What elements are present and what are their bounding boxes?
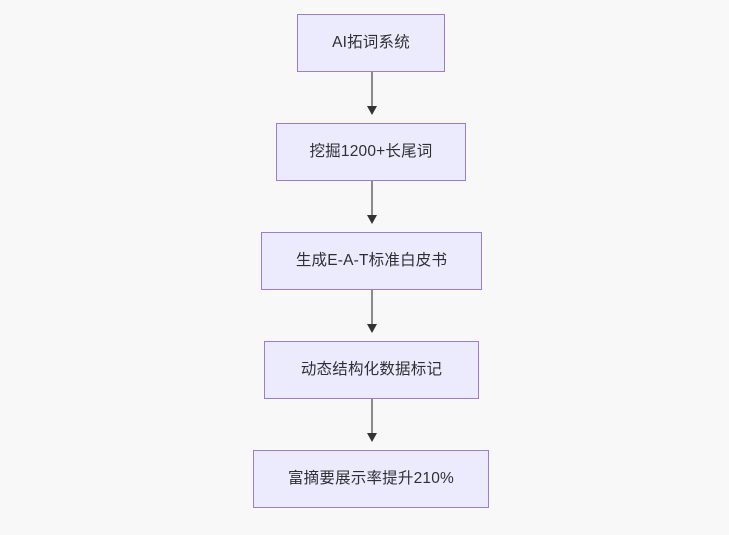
- flow-node-rich-snippet-rate-increase[interactable]: 富摘要展示率提升210%: [253, 450, 489, 508]
- flow-node-label: AI拓词系统: [332, 33, 410, 51]
- edge-line: [371, 72, 373, 106]
- arrowhead-icon: [367, 106, 377, 115]
- flow-node-dynamic-structured-data-markup[interactable]: 动态结构化数据标记: [264, 341, 479, 399]
- edge-line: [371, 181, 373, 215]
- flow-node-generate-eat-whitepaper[interactable]: 生成E-A-T标准白皮书: [261, 232, 482, 290]
- flow-node-label: 动态结构化数据标记: [300, 360, 443, 378]
- flow-node-ai-keyword-system[interactable]: AI拓词系统: [297, 14, 445, 72]
- arrowhead-icon: [367, 433, 377, 442]
- arrowhead-icon: [367, 324, 377, 333]
- flow-node-mine-longtail-keywords[interactable]: 挖掘1200+长尾词: [276, 123, 466, 181]
- edge-line: [371, 399, 373, 433]
- flow-node-label: 生成E-A-T标准白皮书: [295, 251, 448, 269]
- flow-node-label: 挖掘1200+长尾词: [309, 142, 433, 160]
- flow-node-label: 富摘要展示率提升210%: [287, 469, 455, 487]
- arrowhead-icon: [367, 215, 377, 224]
- edge-line: [371, 290, 373, 324]
